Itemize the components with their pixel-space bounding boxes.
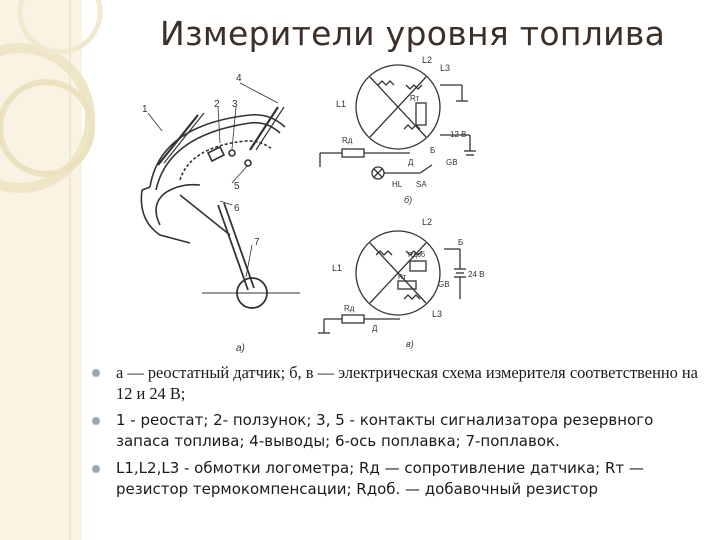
- schema-v-B: Б: [458, 238, 463, 247]
- panel-a-label: а): [236, 343, 245, 354]
- bullet-item: а — реостатный датчик; б, в — электричес…: [92, 362, 707, 404]
- schema-v-Rd: Rд: [344, 304, 355, 313]
- sensor-number-3: 3: [232, 99, 238, 110]
- schema-v-GB: GB: [438, 280, 450, 289]
- schema-b-Rd: Rд: [342, 136, 353, 145]
- schema-b-SA: SA: [416, 180, 427, 189]
- schematic-12v: [319, 64, 476, 180]
- bullet-item: L1,L2,L3 - обмотки логометра; Rд — сопро…: [92, 458, 707, 500]
- schematic-24v: [318, 230, 466, 334]
- rheostat-sensor-drawing: [140, 82, 300, 309]
- bullet-item: 1 - реостат; 2- ползунок; 3, 5 - контакт…: [92, 410, 707, 452]
- bullet-text: 1 - реостат; 2- ползунок; 3, 5 - контакт…: [116, 411, 654, 450]
- schema-v-Rdob: Rдоб: [408, 251, 425, 259]
- schema-v-Rt: Rт: [398, 274, 407, 281]
- sensor-number-4: 4: [236, 73, 242, 84]
- sensor-number-1: 1: [142, 104, 148, 115]
- schema-v-L1: L1: [332, 263, 342, 273]
- bullet-text: а — реостатный датчик; б, в — электричес…: [116, 363, 698, 403]
- panel-v-label: в): [406, 339, 414, 349]
- bullet-icon: [92, 369, 100, 377]
- bullet-text: L1,L2,L3 - обмотки логометра; Rд — сопро…: [116, 459, 644, 498]
- schema-v-L3: L3: [432, 309, 442, 319]
- sensor-number-6: 6: [234, 203, 240, 214]
- schema-b-B: Б: [430, 146, 435, 155]
- sensor-number-5: 5: [234, 181, 240, 192]
- decorative-left-band: [0, 0, 130, 540]
- schema-b-L2: L2: [422, 55, 432, 65]
- sensor-number-2: 2: [214, 99, 220, 110]
- schema-b-HL: HL: [392, 180, 403, 189]
- panel-b-label: б): [404, 195, 412, 205]
- bullet-icon: [92, 417, 100, 425]
- decorative-circles: [0, 0, 130, 540]
- schema-b-voltage: 12 В: [450, 130, 466, 139]
- sensor-number-7: 7: [254, 237, 260, 248]
- schema-b-L1: L1: [336, 99, 346, 109]
- bullet-list: а — реостатный датчик; б, в — электричес…: [92, 362, 707, 506]
- schema-v-voltage: 24 В: [468, 270, 484, 279]
- schema-v-D: Д: [372, 324, 378, 333]
- schema-b-L3: L3: [440, 63, 450, 73]
- fuel-gauge-figure: 1 2 3 4 5 6 7 а): [140, 55, 484, 354]
- schema-v-L2: L2: [422, 217, 432, 227]
- schema-b-Rt: Rт: [410, 94, 420, 103]
- slide-title: Измерители уровня топлива: [160, 14, 666, 53]
- schema-b-D: Д: [408, 158, 414, 167]
- schema-b-GB: GB: [446, 158, 458, 167]
- bullet-icon: [92, 465, 100, 473]
- figure-area: 1 2 3 4 5 6 7 а): [120, 55, 710, 360]
